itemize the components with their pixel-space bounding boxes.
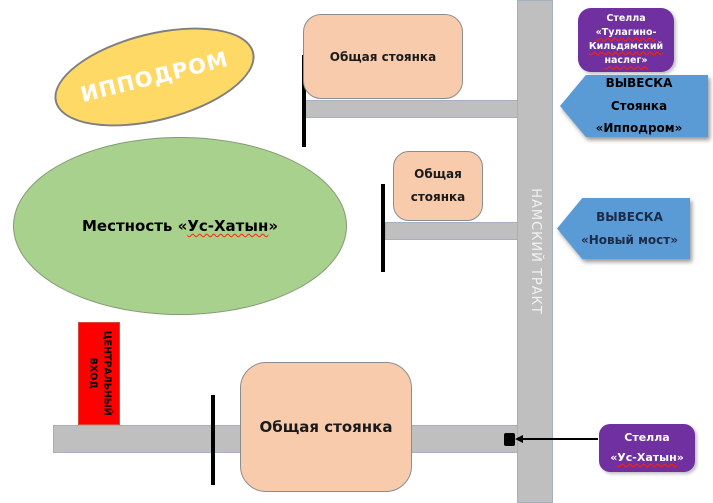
road-top xyxy=(304,100,518,118)
sign-hippodrome-line2: Стоянка «Ипподром» xyxy=(595,98,683,136)
sign-new-bridge: ВЫВЕСКА «Новый мост» xyxy=(557,198,690,259)
road-namsky-trakt: НАМСКИЙ ТРАКТ xyxy=(517,0,553,503)
stella-us-khatyn-line2: «Ус-Хатын» xyxy=(610,448,684,468)
us-khatyn-label-name: Ус-Хатын xyxy=(187,217,269,235)
parking-lot-top-label: Общая стоянка xyxy=(329,49,437,64)
central-entrance-label: ЦЕНТРАЛЬНЫЙ ВХОД xyxy=(85,331,114,416)
central-entrance-sign: ЦЕНТРАЛЬНЫЙ ВХОД xyxy=(78,322,120,425)
stella-tulagino-line4: наслег» xyxy=(604,55,648,67)
stella-tulagino-line2: «Тулагино- xyxy=(595,26,657,38)
sign-hippodrome-line1: ВЫВЕСКА xyxy=(605,75,673,90)
parking-lot-bottom-label: Общая стоянка xyxy=(259,418,393,436)
stella-us-khatyn-line2-prefix: « xyxy=(610,451,618,464)
sign-hippodrome-shape: ВЫВЕСКА Стоянка «Ипподром» xyxy=(560,75,708,137)
us-khatyn-label: Местность «Ус-Хатын» xyxy=(82,217,278,235)
connector-line xyxy=(522,438,598,440)
sign-new-bridge-line1: ВЫВЕСКА xyxy=(596,209,663,224)
parking-lot-middle: Общая стоянка xyxy=(393,151,483,221)
connector-arrowhead-icon xyxy=(515,435,523,443)
central-entrance-line2: ВХОД xyxy=(87,357,98,390)
hippodrome-label: ИППОДРОМ xyxy=(78,47,231,107)
stella-tulagino-line3: Кильдямский xyxy=(588,41,664,52)
parking-lot-bottom: Общая стоянка xyxy=(240,362,412,492)
road-middle xyxy=(385,222,518,240)
stella-us-khatyn: Стелла «Ус-Хатын» xyxy=(599,424,695,472)
stella-us-khatyn-line1: Стелла xyxy=(624,431,670,445)
sign-hippodrome-parking: ВЫВЕСКА Стоянка «Ипподром» xyxy=(560,75,708,137)
sign-new-bridge-line2: «Новый мост» xyxy=(581,232,678,247)
stella-us-khatyn-line2-name: Ус-Хатын xyxy=(617,451,677,464)
parking-lot-top: Общая стоянка xyxy=(303,14,463,99)
stella-us-khatyn-line2-suffix: » xyxy=(676,451,684,464)
stella-tulagino-line1: Стелла xyxy=(606,12,646,24)
barrier-line-top xyxy=(302,55,306,147)
sign-new-bridge-shape: ВЫВЕСКА «Новый мост» xyxy=(557,198,690,259)
hippodrome-area: ИППОДРОМ xyxy=(44,9,265,145)
barrier-line-bottom xyxy=(211,395,215,485)
parking-lot-middle-label: Общая стоянка xyxy=(410,167,466,204)
central-entrance-line1: ЦЕНТРАЛЬНЫЙ xyxy=(101,331,113,416)
us-khatyn-label-prefix: Местность « xyxy=(81,217,188,235)
stella-tulagino-kildyamsky: Стелла «Тулагино- Кильдямский наслег» xyxy=(578,8,674,72)
road-namsky-label: НАМСКИЙ ТРАКТ xyxy=(527,188,543,315)
barrier-line-middle xyxy=(381,184,385,272)
us-khatyn-area: Местность «Ус-Хатын» xyxy=(13,137,347,315)
stella-location-marker xyxy=(504,433,515,446)
us-khatyn-label-suffix: » xyxy=(268,217,279,235)
